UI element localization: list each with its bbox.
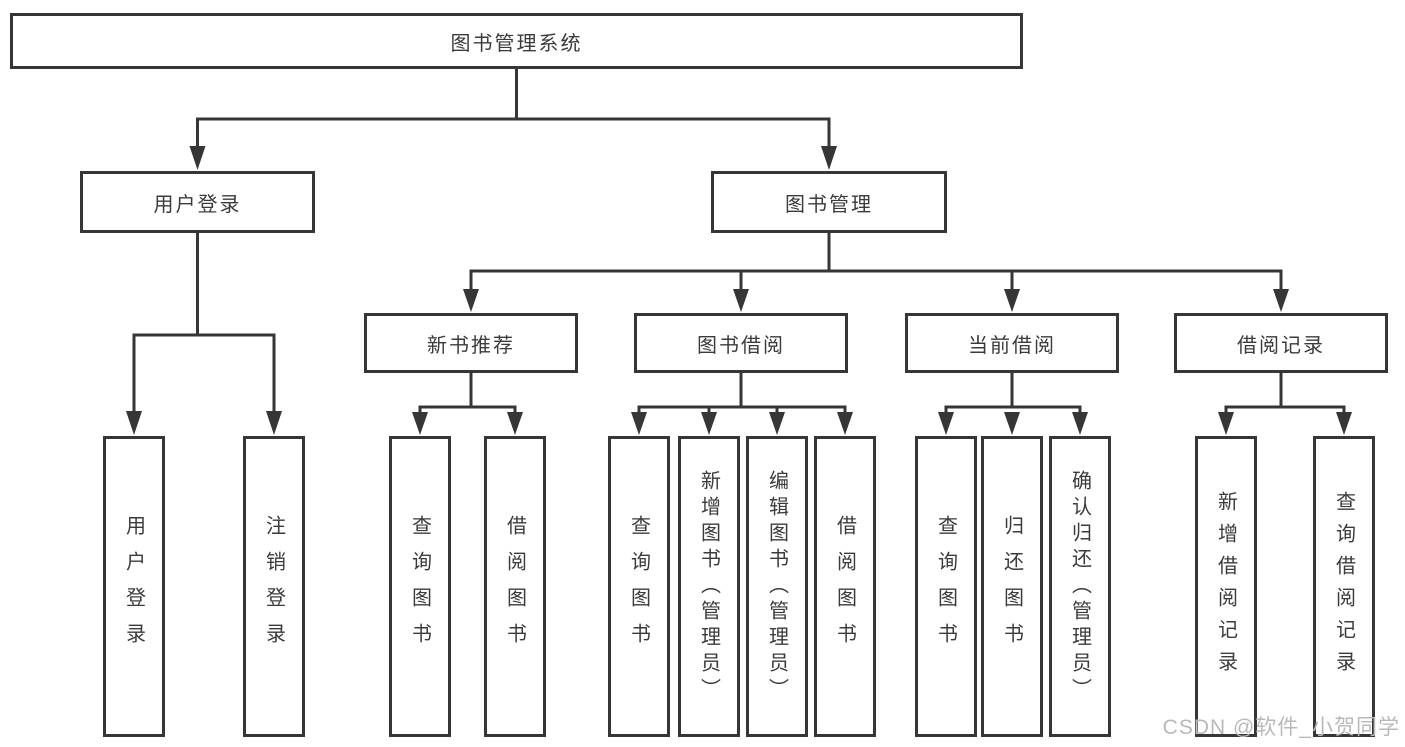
leaf-user-login: 用户登录: [103, 436, 165, 737]
leaf-cb-confirm-return-admin: 确认归还（管理员）: [1049, 436, 1111, 737]
leaf-rec-borrow-book: 借阅图书: [484, 436, 546, 737]
leaf-bb-borrow-book-label: 借阅图书: [833, 514, 856, 659]
leaf-bb-add-book-admin-label: 新增图书（管理员）: [697, 469, 720, 704]
node-user-login-label: 用户登录: [153, 193, 242, 216]
node-new-book-rec-label: 新书推荐: [427, 334, 515, 357]
leaf-rec-query-book-label: 查询图书: [408, 514, 431, 659]
node-current-borrow: 当前借阅: [905, 313, 1119, 373]
arrowhead-icons: [126, 146, 1352, 435]
leaf-bb-add-book-admin: 新增图书（管理员）: [678, 436, 740, 737]
leaf-rec-query-book: 查询图书: [389, 436, 451, 737]
leaf-cb-return-book-label: 归还图书: [1000, 514, 1023, 659]
node-book-mgmt: 图书管理: [711, 171, 947, 233]
csdn-watermark: CSDN @软件_小贺同学: [1162, 716, 1400, 739]
node-book-borrow: 图书借阅: [634, 313, 848, 373]
leaf-br-add-record: 新增借阅记录: [1195, 436, 1257, 737]
leaf-br-query-record: 查询借阅记录: [1313, 436, 1375, 737]
node-borrow-record: 借阅记录: [1174, 313, 1388, 373]
leaf-bb-query-book-label: 查询图书: [627, 514, 650, 659]
node-user-login: 用户登录: [80, 171, 315, 233]
leaf-cb-return-book: 归还图书: [981, 436, 1043, 737]
leaf-br-add-record-label: 新增借阅记录: [1214, 490, 1237, 683]
leaf-logout-login: 注销登录: [243, 436, 305, 737]
leaf-rec-borrow-book-label: 借阅图书: [503, 514, 526, 659]
leaf-bb-edit-book-admin: 编辑图书（管理员）: [746, 436, 808, 737]
node-new-book-rec: 新书推荐: [364, 313, 578, 373]
node-current-borrow-label: 当前借阅: [968, 334, 1056, 357]
leaf-cb-confirm-return-admin-label: 确认归还（管理员）: [1068, 469, 1091, 704]
leaf-logout-login-label: 注销登录: [262, 514, 285, 659]
node-root-label: 图书管理系统: [450, 32, 583, 55]
node-borrow-record-label: 借阅记录: [1237, 334, 1325, 357]
leaf-cb-query-book: 查询图书: [915, 436, 977, 737]
node-book-mgmt-label: 图书管理: [785, 193, 873, 216]
leaf-bb-borrow-book: 借阅图书: [814, 436, 876, 737]
leaf-bb-edit-book-admin-label: 编辑图书（管理员）: [765, 469, 788, 704]
leaf-user-login-label: 用户登录: [122, 514, 145, 659]
leaf-br-query-record-label: 查询借阅记录: [1332, 490, 1355, 683]
leaf-bb-query-book: 查询图书: [608, 436, 670, 737]
leaf-cb-query-book-label: 查询图书: [934, 514, 957, 659]
node-root: 图书管理系统: [10, 13, 1023, 69]
node-book-borrow-label: 图书借阅: [697, 334, 785, 357]
